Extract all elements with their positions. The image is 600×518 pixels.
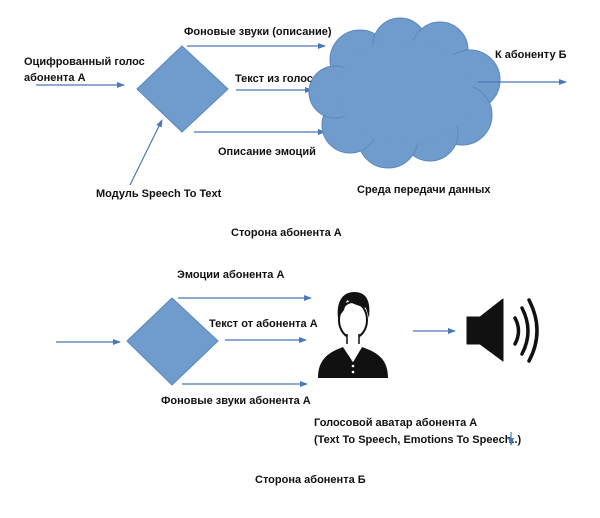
section-title-b: Сторона абонента Б — [255, 474, 366, 486]
to-b-label: К абоненту Б — [495, 49, 567, 61]
bottom-background-label: Фоновые звуки абонента А — [161, 395, 311, 407]
cloud-label: Среда передачи данных — [357, 184, 491, 196]
bottom-module-diamond — [126, 297, 219, 386]
input-label-line1: Оцифрованный голос — [24, 56, 145, 68]
speaker-icon — [466, 298, 539, 363]
bottom-text-label: Текст от абонента А — [209, 318, 318, 330]
voice-avatar-person-icon — [318, 292, 388, 378]
avatar-label-line2: (Text To Speech, Emotions To Speech..) — [314, 434, 522, 446]
out-emotions-label: Описание эмоций — [218, 146, 316, 158]
section-title-a: Сторона абонента А — [231, 227, 342, 239]
module-pointer-arrow — [129, 119, 163, 186]
module-label: Модуль Speech To Text — [96, 188, 222, 200]
input-label-line2: абонента А — [24, 72, 86, 84]
bottom-emotions-label: Эмоции абонента А — [177, 269, 284, 281]
out-background-label: Фоновые звуки (описание) — [184, 26, 332, 38]
data-transfer-cloud — [308, 17, 501, 169]
stt-module-diamond — [136, 45, 229, 133]
avatar-label-line1: Голосовой аватар абонента А — [314, 417, 477, 429]
out-text-label: Текст из голоса — [235, 73, 320, 85]
